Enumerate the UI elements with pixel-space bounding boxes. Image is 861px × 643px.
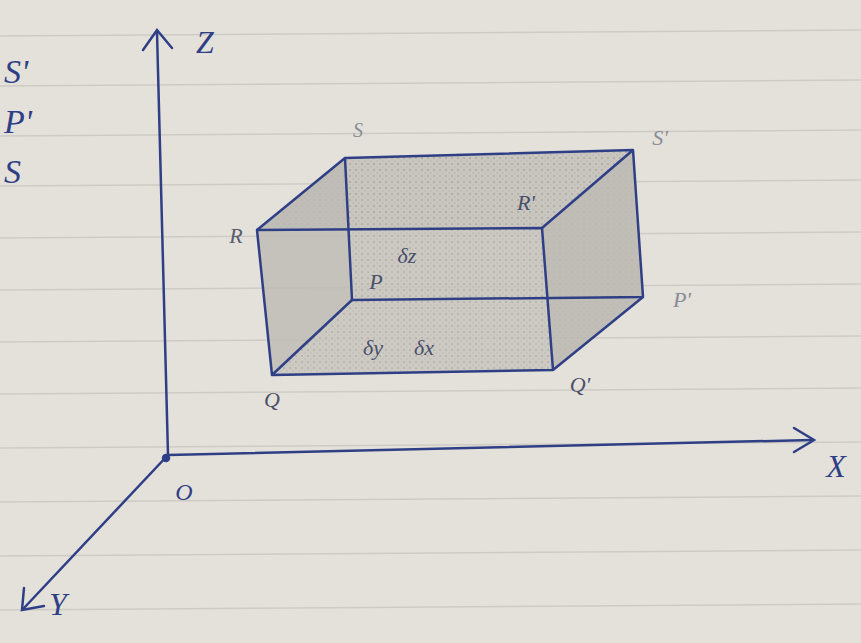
point-label: S: [353, 120, 363, 140]
dimension-label: δx: [414, 337, 434, 359]
point-label: P: [369, 271, 382, 293]
origin-label: O: [175, 480, 192, 504]
point-label: Q: [264, 389, 280, 411]
axis-label: X: [826, 450, 846, 482]
point-label: Q': [570, 374, 591, 396]
axis-label: Y: [49, 588, 67, 620]
axis-label: Z: [196, 26, 214, 58]
point-label: R: [229, 225, 242, 247]
margin-label: P': [4, 105, 32, 139]
dimension-label: δz: [398, 245, 417, 267]
ruled-lines: [0, 30, 861, 610]
point-label: S': [652, 127, 668, 149]
box-edges: [257, 150, 643, 375]
margin-label: S: [4, 155, 21, 189]
point-label: R': [517, 192, 535, 214]
coordinate-axes: [22, 30, 814, 610]
dimension-label: δy: [363, 337, 383, 359]
box-faces: [257, 150, 643, 375]
margin-label: S': [4, 55, 28, 89]
point-label: P': [673, 289, 691, 311]
